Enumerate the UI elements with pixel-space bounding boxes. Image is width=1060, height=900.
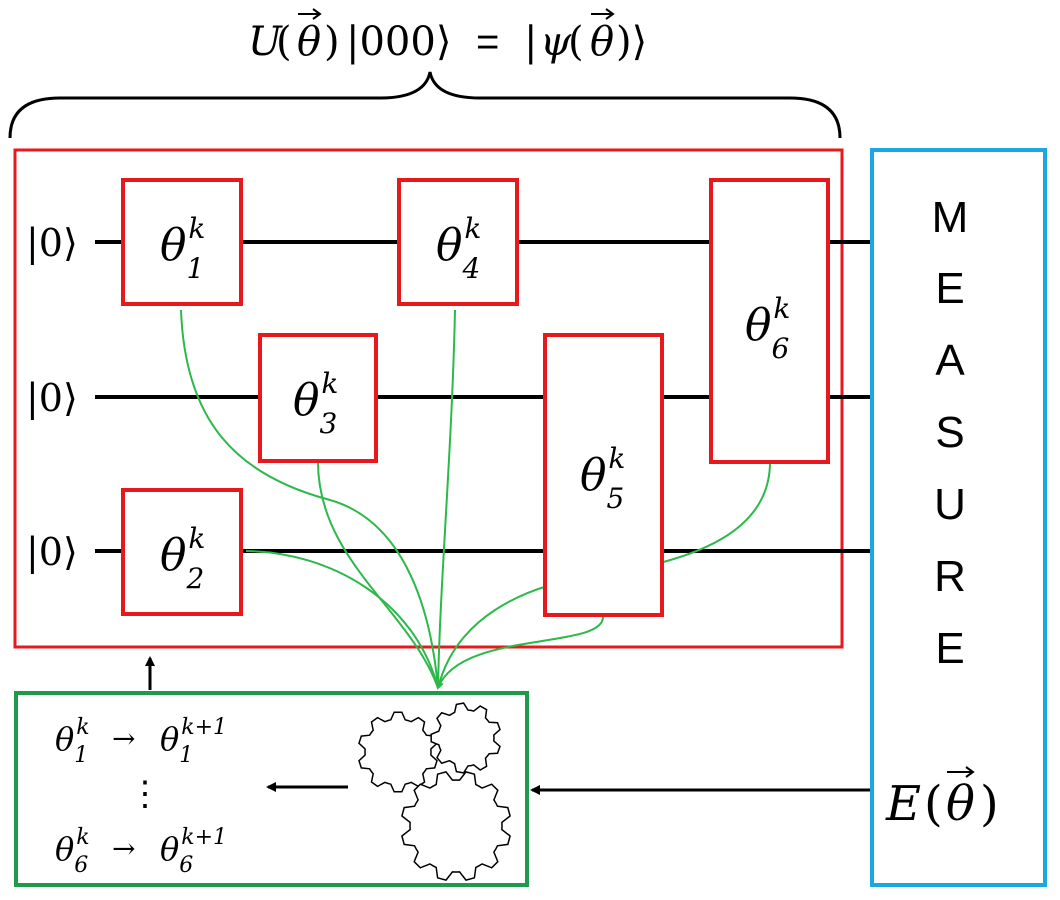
gate-theta-6 bbox=[709, 178, 830, 464]
curly-brace bbox=[8, 71, 842, 139]
svg-text:(: ( bbox=[276, 19, 292, 65]
svg-text:θ1k+1: θ1k+1 bbox=[160, 715, 227, 768]
vector-arrow-icon bbox=[298, 8, 322, 20]
gate-label-3: θ3k bbox=[293, 367, 338, 440]
title-U: U bbox=[248, 19, 283, 65]
optimizer-dots: ⋮ bbox=[128, 774, 162, 814]
title-paren-open: ( bbox=[276, 19, 292, 65]
gear-small-icon bbox=[358, 711, 438, 793]
svg-text:) |000⟩: ) |000⟩ bbox=[324, 19, 451, 65]
gate-theta-2 bbox=[121, 488, 243, 616]
measure-letter: E bbox=[935, 624, 964, 673]
title-paren-open-2: ( bbox=[568, 19, 584, 65]
optimizer-update-1: θ1k → θ1k+1 bbox=[55, 715, 227, 768]
energy-paren-close: ) bbox=[980, 776, 999, 832]
qubit-ket-3: |0⟩ bbox=[26, 530, 78, 574]
title-paren-close: ) bbox=[324, 19, 340, 65]
vector-arrow-icon bbox=[947, 766, 975, 778]
qubit-ket-1: |0⟩ bbox=[26, 221, 78, 265]
svg-text:θ: θ bbox=[297, 19, 321, 65]
gate-label-2: θ2k bbox=[160, 522, 205, 595]
gears-icon bbox=[358, 702, 511, 881]
svg-text:θ: θ bbox=[590, 19, 614, 65]
svg-text:E ( θ ): E ( θ ) bbox=[885, 776, 999, 832]
measure-letter: M bbox=[932, 193, 969, 242]
measure-letter: E bbox=[935, 264, 964, 313]
gate-label-6: θ6k bbox=[745, 292, 790, 365]
measure-letter: S bbox=[935, 408, 964, 457]
gate-label-1: θ1k bbox=[160, 212, 205, 285]
svg-text:|: | bbox=[524, 19, 537, 65]
qubit-labels: |0⟩ |0⟩ |0⟩ bbox=[26, 221, 78, 574]
svg-text:θ1k: θ1k bbox=[55, 715, 90, 768]
svg-text:(: ( bbox=[568, 19, 584, 65]
optimizer-update-2: θ6k → θ6k+1 bbox=[55, 825, 227, 878]
title-close: )⟩ bbox=[616, 19, 647, 65]
gear-small-icon bbox=[430, 702, 501, 774]
energy-theta: θ bbox=[946, 776, 975, 832]
gate-theta-1 bbox=[121, 178, 243, 306]
title-bar: | bbox=[524, 19, 537, 65]
title-psi: ψ bbox=[540, 19, 572, 65]
title-equals: = bbox=[476, 20, 499, 64]
gate-theta-3 bbox=[258, 333, 378, 463]
energy-paren-open: ( bbox=[924, 776, 943, 832]
svg-text:)⟩: )⟩ bbox=[616, 19, 647, 65]
title-theta-2: θ bbox=[590, 19, 614, 65]
parameter-flow-lines bbox=[180, 309, 771, 690]
qubit-ket-2: |0⟩ bbox=[26, 376, 78, 420]
gate-label-5: θ5k bbox=[580, 442, 625, 515]
gate-theta-4 bbox=[397, 178, 519, 306]
gate-labels: θ1k θ2k θ3k θ4k θ5k θ6k bbox=[160, 212, 790, 595]
svg-text:=: = bbox=[476, 20, 499, 64]
svg-text:U: U bbox=[248, 19, 283, 65]
gate-label-4: θ4k bbox=[436, 212, 481, 285]
measure-letter: U bbox=[934, 480, 966, 529]
feedback-arrows bbox=[145, 656, 870, 795]
svg-text:θ6k: θ6k bbox=[55, 825, 90, 878]
measure-letter: A bbox=[935, 336, 965, 385]
gear-large-icon bbox=[401, 771, 511, 881]
measure-letter: R bbox=[934, 552, 966, 601]
measure-box bbox=[870, 148, 1047, 887]
energy-label: E ( θ ) bbox=[885, 766, 999, 832]
svg-text:θ6k+1: θ6k+1 bbox=[160, 825, 227, 878]
title-theta: θ bbox=[297, 19, 321, 65]
gates bbox=[121, 178, 830, 617]
update-arrow: → bbox=[112, 722, 135, 755]
update-arrow: → bbox=[112, 832, 135, 865]
title-ket-000: |000⟩ bbox=[346, 19, 451, 65]
gate-theta-5 bbox=[543, 333, 664, 617]
title-equation: U ( θ ) |000⟩ = | ψ ( θ bbox=[248, 8, 647, 65]
vector-arrow-icon bbox=[591, 8, 615, 20]
svg-text:ψ: ψ bbox=[540, 19, 572, 65]
measure-label: M E A S U R E bbox=[932, 193, 969, 673]
energy-E: E bbox=[885, 776, 921, 832]
